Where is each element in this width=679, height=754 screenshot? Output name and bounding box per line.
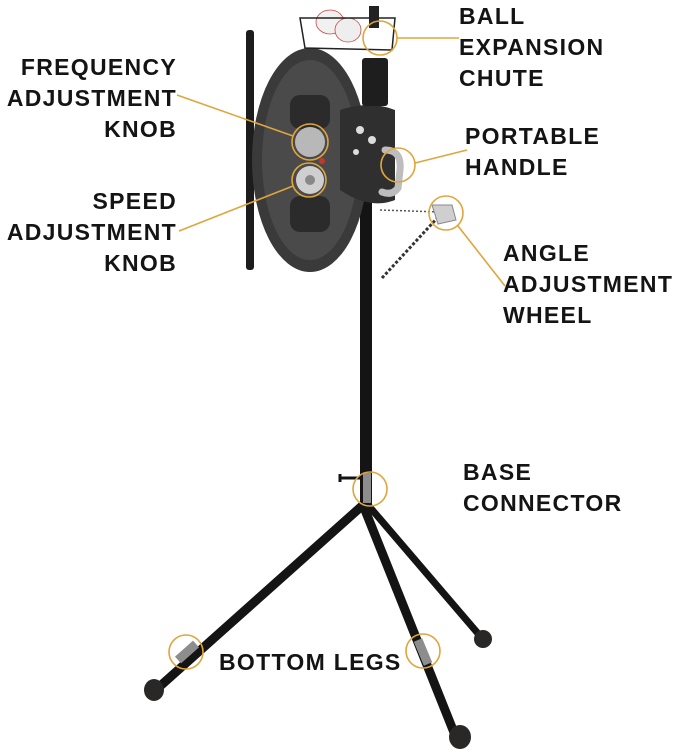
label-angle-adjustment-wheel: ANGLE ADJUSTMENT WHEEL <box>503 240 674 328</box>
label-ball-expansion-chute: BALL EXPANSION CHUTE <box>459 3 605 91</box>
leg-foot-left <box>144 679 164 701</box>
label-speed-adjustment-knob: SPEED ADJUSTMENT KNOB <box>6 188 177 276</box>
chute-tube <box>362 58 388 106</box>
callout-circle-angle <box>428 195 464 231</box>
motor-bottom <box>290 196 330 232</box>
stand-pole <box>360 200 372 510</box>
power-indicator <box>319 158 325 164</box>
callout-markers <box>168 20 506 670</box>
callout-circle-frequency <box>291 123 329 161</box>
leg-highlight-left <box>175 640 199 664</box>
machine-frame-bar <box>246 30 254 270</box>
portable-handle-graphic <box>378 146 404 197</box>
callout-circle-leg-right <box>405 633 441 669</box>
label-base-connector: BASE CONNECTOR <box>463 459 623 516</box>
callout-circle-leg-left <box>168 634 204 670</box>
motor-top <box>290 95 330 129</box>
leg-foot-back <box>474 630 492 648</box>
base-connector-highlight <box>363 473 371 503</box>
callout-circle-speed <box>291 162 327 198</box>
callout-circle-handle <box>380 147 416 183</box>
leg-foot-front <box>449 725 471 749</box>
ball-basket <box>299 9 396 51</box>
label-bottom-legs: BOTTOM LEGS <box>219 649 402 675</box>
leg-highlight-front <box>413 638 433 666</box>
label-frequency-adjustment-knob: FREQUENCY ADJUSTMENT KNOB <box>6 54 177 142</box>
frequency-knob-graphic <box>295 127 325 157</box>
tripod-legs <box>153 500 485 740</box>
feeder-body <box>340 105 395 204</box>
angle-adjustment-crank <box>379 204 457 280</box>
callout-circle-base <box>352 471 388 507</box>
label-portable-handle: PORTABLE HANDLE <box>465 123 601 180</box>
